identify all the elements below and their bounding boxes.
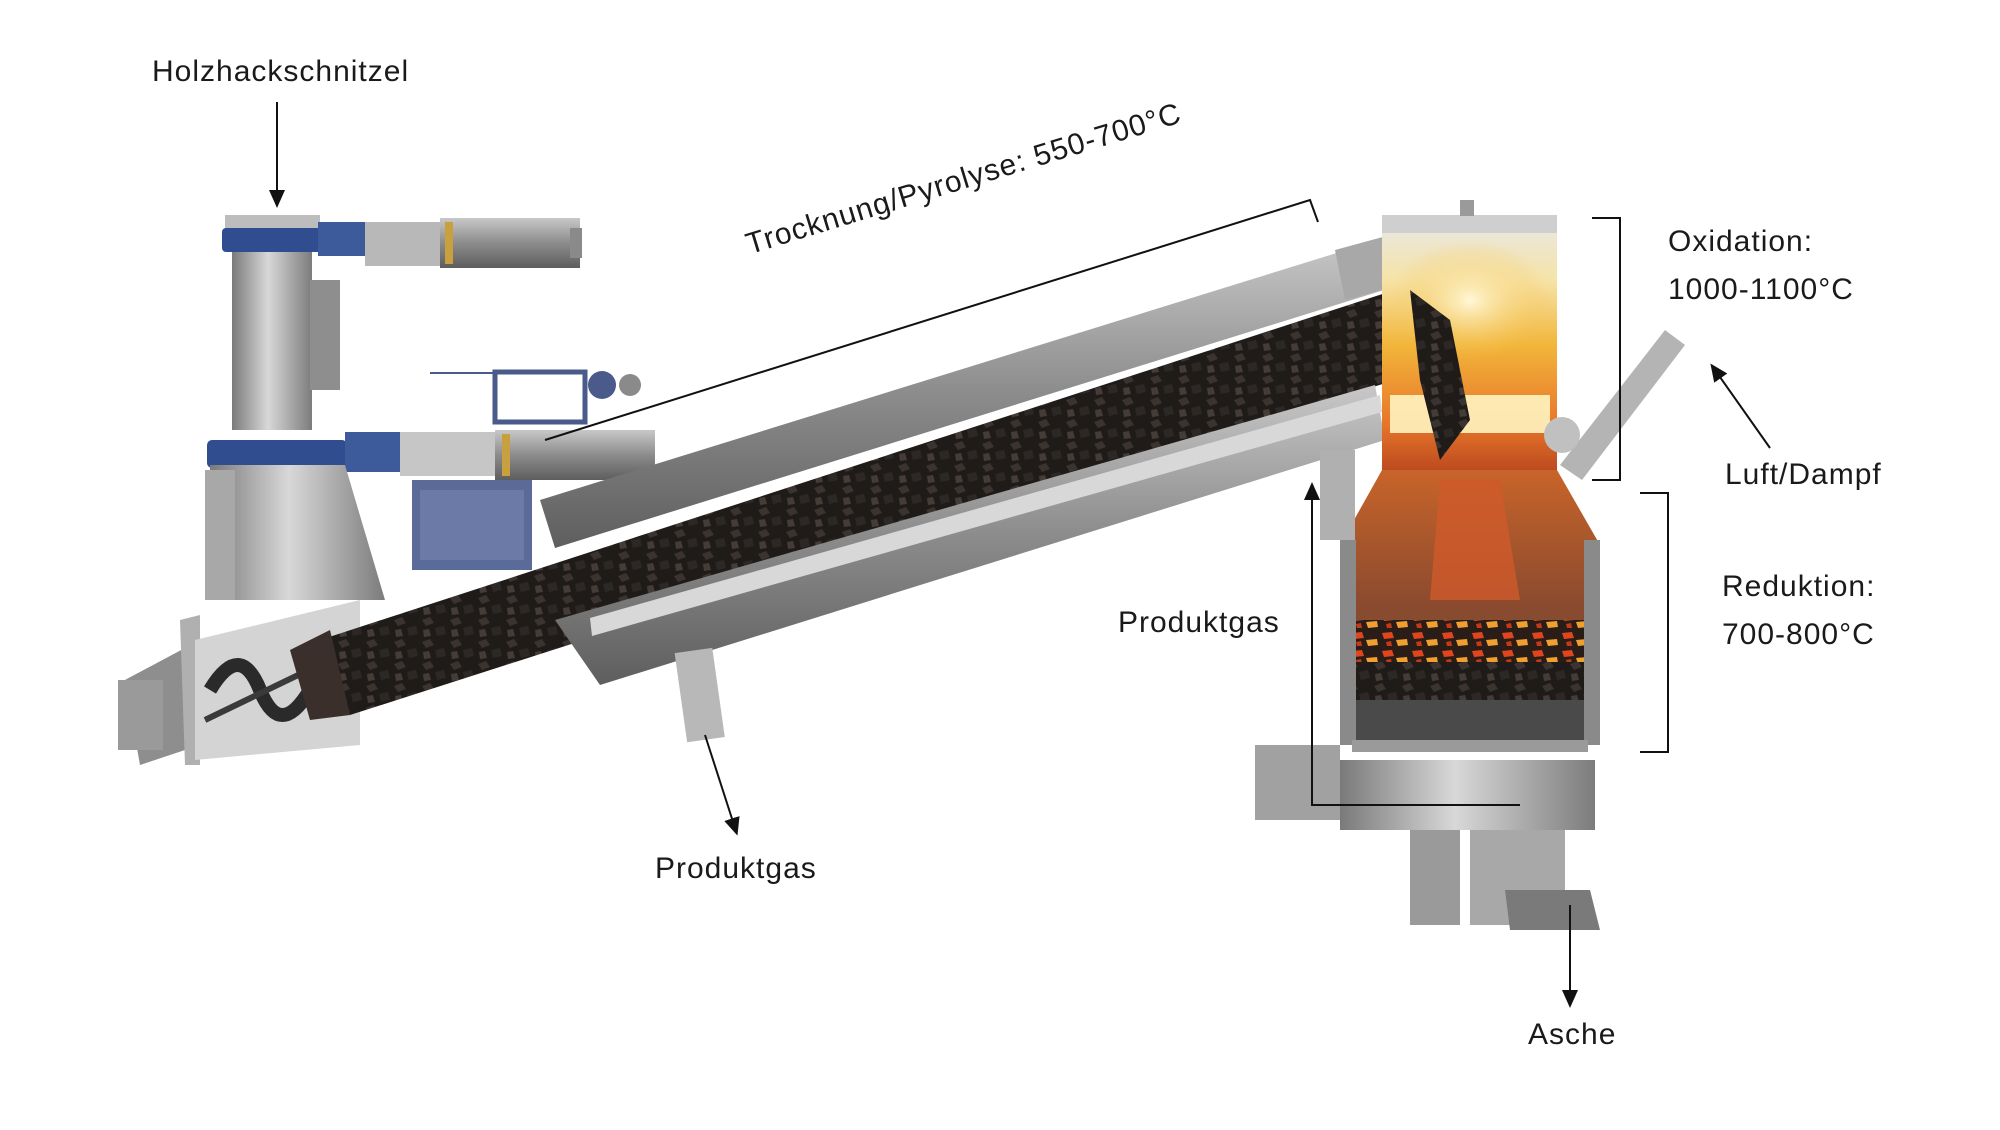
reduction-zone [1356,620,1584,665]
drying-bracket [544,198,1319,441]
annotation-lines [269,102,1771,1008]
product-gas-arrow-center [1304,482,1520,806]
reduction-bracket [1640,492,1669,753]
feed-column [205,215,655,600]
top-flange [222,228,324,252]
pyrolysis-trough [290,235,1445,743]
reduction-temp: 700-800°C [1722,618,1875,651]
product-gas-arrow-bottom [704,734,740,836]
product-gas-label-center: Produktgas [1118,606,1280,639]
air-arrow [1710,363,1771,449]
feed-label: Holzhackschnitzel [152,55,410,88]
reactor [1255,200,1685,930]
ash-label: Asche [1528,1018,1617,1051]
air-label: Luft/Dampf [1725,458,1882,491]
oxidation-title: Oxidation: [1668,225,1814,258]
product-gas-label-bottom: Produktgas [655,852,817,885]
reduction-title: Reduktion: [1722,570,1876,603]
air-lance [1560,330,1685,480]
oxidation-bracket [1592,217,1621,481]
oxidation-temp: 1000-1100°C [1668,273,1854,306]
